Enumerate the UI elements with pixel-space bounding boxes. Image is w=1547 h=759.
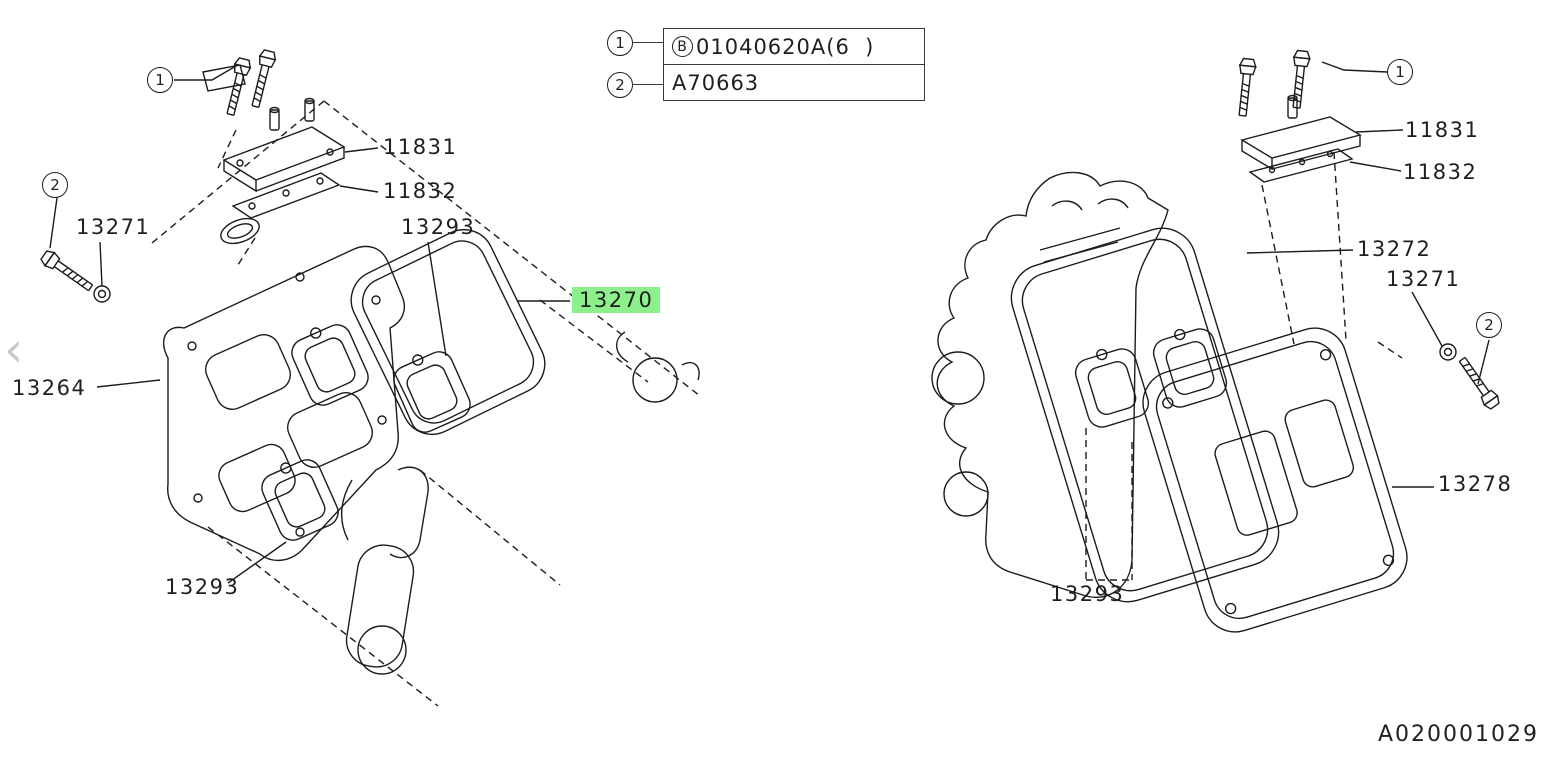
gasket-ring-right-1 [1069,339,1153,432]
bolt-13271-left-drawing [38,247,96,296]
rocker-cover-right-drawing [1142,327,1408,633]
part-label-13271-right[interactable]: 13271 [1386,267,1461,291]
engine-detail-sketch-left [340,331,700,675]
callout-1-left: 1 [147,67,173,93]
part-label-11832-left[interactable]: 11832 [383,179,458,203]
breather-gasket-left-drawing [220,172,341,245]
legend-row-2[interactable]: A70663 [664,65,924,100]
part-label-11831-left[interactable]: 11831 [383,135,458,159]
part-label-11831-right[interactable]: 11831 [1405,118,1480,142]
legend-part-code-1: 01040620A(6 ) [696,34,875,59]
fastener-legend-table: B 01040620A(6 ) A70663 [663,28,925,101]
previous-page-chevron-icon[interactable]: ‹ [4,322,24,378]
legend-connector-2 [633,84,663,85]
breather-cover-left-drawing [222,97,346,193]
valve-cover-gasket-13270-drawing [350,229,546,435]
circled-b-icon: B [672,36,693,57]
legend-row-1[interactable]: B 01040620A(6 ) [664,29,924,65]
callout-1-right: 1 [1387,59,1413,85]
left-assembly-drawing [38,48,701,707]
part-label-13278[interactable]: 13278 [1438,472,1513,496]
construction-lines-left [151,100,701,707]
callout-2-left: 2 [42,172,68,198]
legend-connector-1 [633,42,663,43]
gasket-ring-left-3 [254,450,344,546]
part-label-13271-left[interactable]: 13271 [76,215,151,239]
gasket-ring-left-1 [284,315,374,411]
breather-cover-right-drawing [1240,94,1362,171]
part-label-13272[interactable]: 13272 [1357,237,1432,261]
part-label-13293-right[interactable]: 13293 [1050,582,1125,606]
legend-callout-2: 2 [607,72,633,98]
construction-lines-right [1085,151,1403,581]
part-label-13264[interactable]: 13264 [12,376,87,400]
breather-gasket-right-drawing [1248,148,1354,183]
part-label-13293-lower-left[interactable]: 13293 [165,575,240,599]
part-label-13293-upper-left[interactable]: 13293 [401,215,476,239]
washer-13271-right-drawing [1439,343,1457,361]
part-label-11832-right[interactable]: 11832 [1403,160,1478,184]
right-assembly-drawing [931,49,1503,633]
callout-2-right: 2 [1476,312,1502,338]
legend-part-code-2: A70663 [672,70,760,95]
part-label-13270-highlighted[interactable]: 13270 [572,287,661,313]
legend-callout-1: 1 [607,30,633,56]
diagram-code: A020001029 [1378,722,1540,747]
